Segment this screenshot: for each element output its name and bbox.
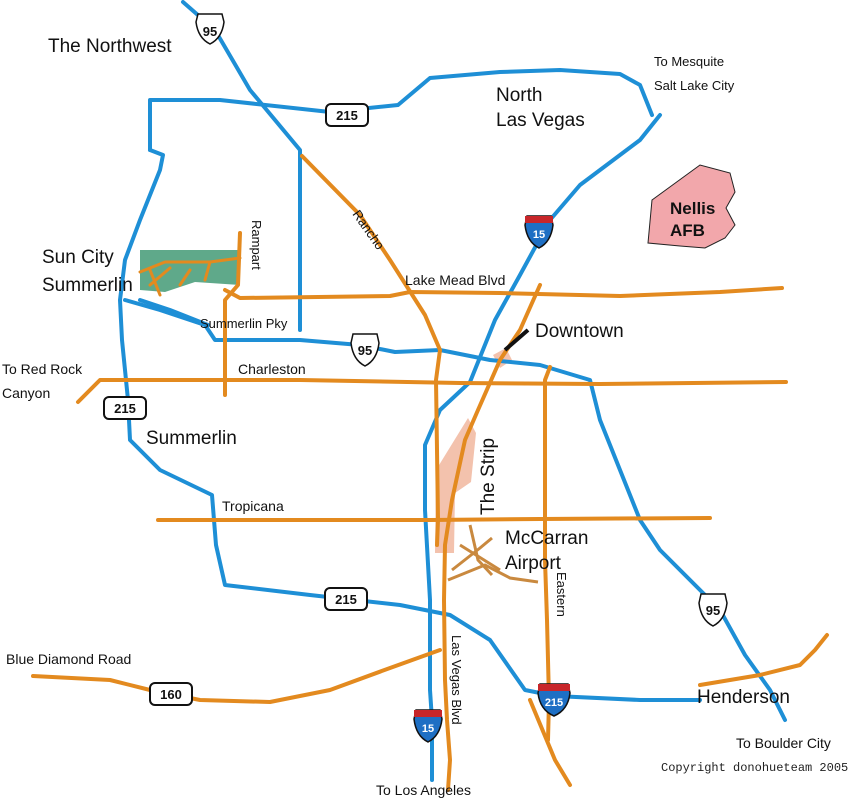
i95-center-number: 95 [358,343,372,358]
label-north: North [496,85,542,106]
215-west-number: 215 [114,401,136,416]
i15-south-number: 15 [422,723,434,735]
label-las-vegas-blvd: Las Vegas Blvd [449,635,464,725]
tropicana-ave [156,516,712,522]
215-north-number: 215 [336,108,358,123]
label-downtown: Downtown [535,321,624,342]
charleston-blvd [76,378,788,404]
las-vegas-blvd [442,283,542,792]
label-canyon: Canyon [2,385,50,401]
label-nellis: Nellis [670,199,715,218]
label-summerlin: Summerlin [146,428,237,449]
label-lake-mead-blvd: Lake Mead Blvd [405,272,505,288]
i15-north-number: 15 [533,229,545,241]
label-las-vegas: Las Vegas [496,110,585,131]
label-the-strip: The Strip [478,438,499,515]
label-charleston: Charleston [238,361,306,377]
215-south-number: 215 [335,592,357,607]
blue-diamond-road [31,648,442,704]
label-airport: Airport [505,553,562,574]
label-to-boulder-city: To Boulder City [736,735,831,751]
label-to-red-rock: To Red Rock [2,361,83,377]
i95-henderson-number: 95 [706,603,720,618]
i95-henderson-shield: 95 [698,593,728,627]
downtown-pointer [503,328,530,352]
rancho-drive [300,154,442,547]
i215-east-shield: 215 [537,683,571,717]
160-number: 160 [160,687,182,702]
label-eastern: Eastern [554,572,569,617]
label-tropicana: Tropicana [222,498,284,514]
label-mccarran: McCarran [505,528,588,549]
215-west-beltway [118,148,702,702]
label-sun-city-summerlin: Summerlin [42,275,133,296]
215-north-shield: 215 [325,103,369,127]
henderson-east-road [698,633,829,687]
label-summerlin-pky: Summerlin Pky [200,316,288,331]
airport-runways [447,524,539,584]
copyright-notice: Copyright donohueteam 2005 [661,761,848,775]
label-henderson: Henderson [697,687,790,708]
label-salt-lake-city: Salt Lake City [654,78,735,93]
nellis-afb-area [647,164,736,249]
label-afb: AFB [670,221,705,240]
i15-south-spur [528,698,572,787]
215-south-shield: 215 [324,587,368,611]
label-to-los-angeles: To Los Angeles [376,782,471,798]
160-shield: 160 [149,682,193,706]
i15-south-shield: 15 [413,709,443,743]
sun-city-roads [138,256,242,297]
i95-north-number: 95 [203,24,217,39]
i15-north-shield: 15 [524,215,554,249]
lake-mead-blvd [223,286,784,300]
label-rampart: Rampart [249,220,264,270]
i215-east-number: 215 [545,697,563,709]
label-the-northwest: The Northwest [48,36,172,57]
label-blue-diamond-road: Blue Diamond Road [6,651,131,667]
summerlin-pky-road [138,298,210,327]
215-west-shield: 215 [103,396,147,420]
label-sun-city: Sun City [42,247,114,268]
arterials [31,154,829,792]
i95-north-shield: 95 [195,13,225,45]
i95-center-shield: 95 [350,333,380,367]
label-rancho: Rancho [350,207,388,252]
label-to-mesquite: To Mesquite [654,54,724,69]
i15-route [423,113,662,782]
215-north-beltway [148,68,654,152]
